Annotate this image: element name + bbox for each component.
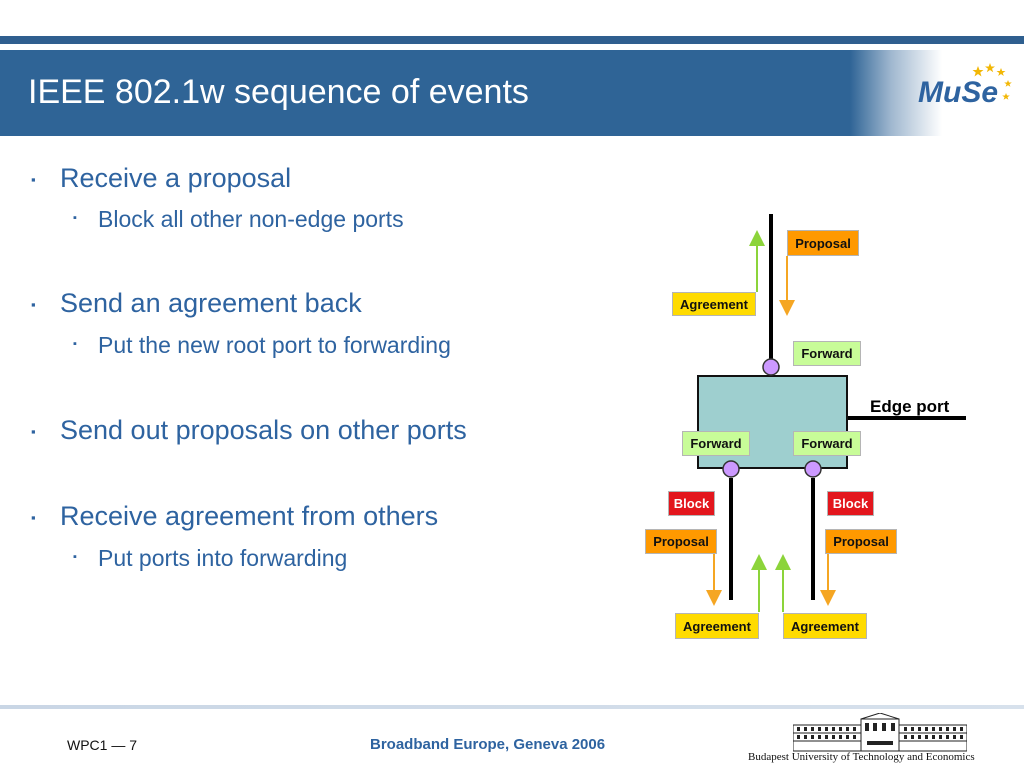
top-forward-label: Forward xyxy=(793,341,861,366)
footer-slide-number: WPC1 — 7 xyxy=(67,737,138,753)
footer-event: Broadband Europe, Geneva 2006 xyxy=(370,736,606,753)
muse-logo: MuSe xyxy=(918,63,1012,109)
left-agreement-label: Agreement xyxy=(675,613,759,639)
university-building-logo xyxy=(793,713,967,752)
footer-divider xyxy=(0,705,1024,709)
top-agreement-label: Agreement xyxy=(672,292,756,316)
header-bar xyxy=(0,50,1024,136)
bullet-send-agreement: Send an agreement back xyxy=(60,288,362,318)
right-block-label: Block xyxy=(827,491,874,516)
right-forward-label: Forward xyxy=(793,431,861,456)
right-port-circle xyxy=(804,460,822,478)
left-proposal-label: Proposal xyxy=(645,529,717,554)
footer-university: Budapest University of Technology and Ec… xyxy=(748,751,975,763)
edge-port-label: Edge port xyxy=(870,397,950,416)
bullet-receive-agreement: Receive agreement from others xyxy=(60,501,439,531)
left-port-circle xyxy=(722,460,740,478)
sub-bullet-ports-forwarding: Put ports into forwarding xyxy=(98,545,348,571)
sub-bullet-block-ports: Block all other non-edge ports xyxy=(98,206,404,232)
sub-bullet-marker: ▪ xyxy=(73,338,77,350)
header-top-stripe xyxy=(0,36,1024,44)
bullet-marker: ▪ xyxy=(31,510,36,525)
bullet-receive-proposal: Receive a proposal xyxy=(60,163,292,193)
bullet-marker: ▪ xyxy=(31,172,36,187)
svg-text:MuSe: MuSe xyxy=(918,76,998,109)
left-forward-label: Forward xyxy=(682,431,750,456)
bullet-marker: ▪ xyxy=(31,297,36,312)
right-proposal-label: Proposal xyxy=(825,529,897,554)
sub-bullet-marker: ▪ xyxy=(73,212,77,224)
sub-bullet-marker: ▪ xyxy=(73,551,77,563)
bullet-send-proposals: Send out proposals on other ports xyxy=(60,415,467,445)
sub-bullet-root-forwarding: Put the new root port to forwarding xyxy=(98,332,451,358)
right-agreement-label: Agreement xyxy=(783,613,867,639)
slide-title: IEEE 802.1w sequence of events xyxy=(28,73,529,111)
left-block-label: Block xyxy=(668,491,715,516)
top-port-circle xyxy=(762,358,780,376)
bullet-marker: ▪ xyxy=(31,424,36,439)
top-proposal-label: Proposal xyxy=(787,230,859,256)
